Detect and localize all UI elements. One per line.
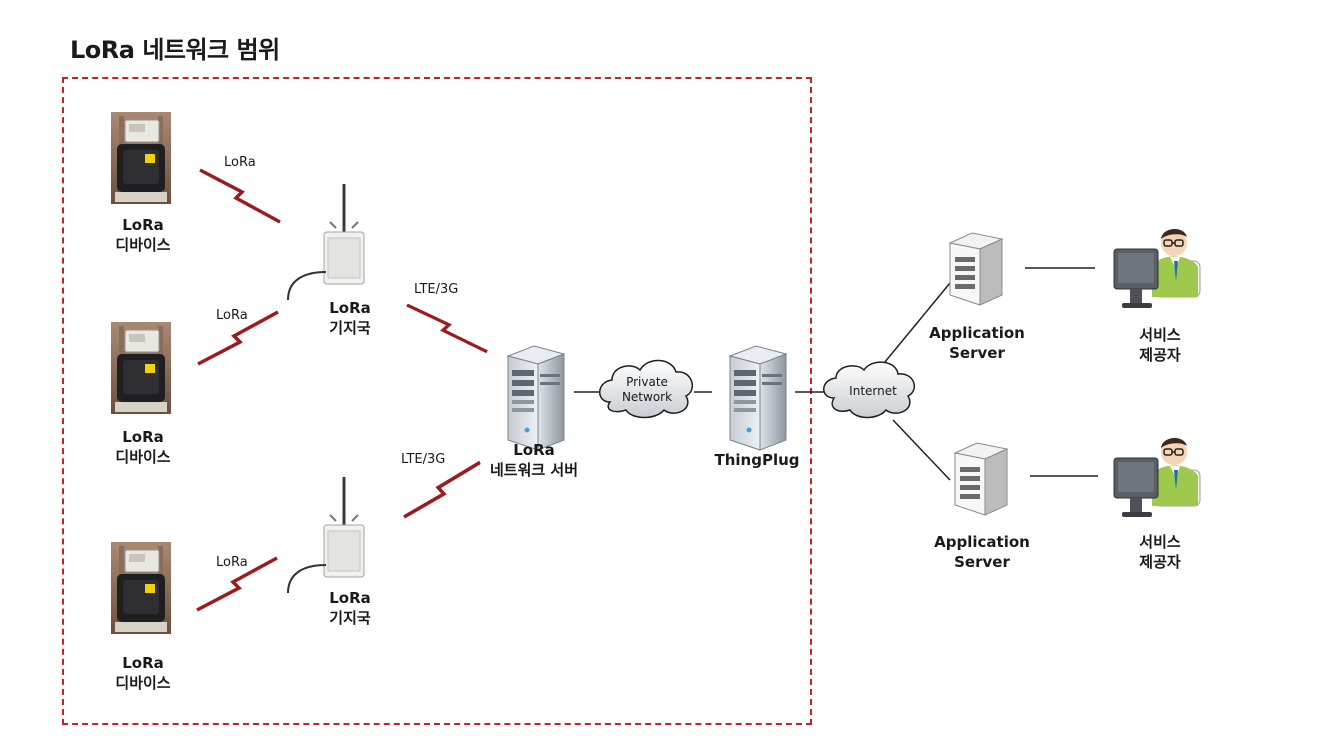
backhaul-link-2-lightning: [402, 460, 482, 519]
thingplug-label: ThingPlug: [714, 451, 800, 469]
gateway-2-icon: [286, 475, 366, 595]
lora-link-1-label: LoRa: [224, 155, 256, 170]
lora-network-boundary: [62, 77, 812, 725]
gateway-1-label: LoRa 기지국: [329, 299, 371, 337]
app-server-1-icon: [949, 232, 1003, 306]
service-provider-2-icon: [1113, 437, 1201, 518]
lora-link-2-label: LoRa: [216, 308, 248, 323]
private-network-cloud: [599, 359, 694, 419]
app-server-2-label: Application Server: [934, 533, 1030, 571]
internet-label: Internet: [849, 384, 897, 398]
lora-link-1-lightning: [198, 168, 282, 224]
lora-device-3-label: LoRa 디바이스: [115, 654, 171, 692]
gateway-1-icon: [286, 182, 366, 302]
diagram-title: LoRa 네트워크 범위: [70, 36, 280, 64]
thingplug-server-icon: [729, 345, 787, 451]
service-provider-1-icon: [1113, 228, 1201, 309]
app-server-1-label: Application Server: [929, 324, 1025, 362]
lora-device-3-image: [110, 541, 172, 635]
service-provider-1-label: 서비스 제공자: [1139, 326, 1181, 364]
backhaul-link-1-lightning: [405, 303, 489, 354]
app-server-2-icon: [954, 442, 1008, 516]
private-network-label: Private Network: [621, 375, 673, 404]
lora-link-3-label: LoRa: [216, 555, 248, 570]
service-provider-2-label: 서비스 제공자: [1139, 533, 1181, 571]
backhaul-link-1-label: LTE/3G: [414, 282, 459, 297]
lora-device-1-image: [110, 111, 172, 205]
lora-device-1-label: LoRa 디바이스: [115, 216, 171, 254]
internet-cloud: [823, 361, 916, 419]
network-server-icon: [507, 345, 565, 451]
lora-device-2-image: [110, 321, 172, 415]
gateway-2-label: LoRa 기지국: [329, 589, 371, 627]
backhaul-link-2-label: LTE/3G: [401, 452, 446, 467]
lora-device-2-label: LoRa 디바이스: [115, 428, 171, 466]
network-server-label: LoRa 네트워크 서버: [489, 441, 579, 479]
